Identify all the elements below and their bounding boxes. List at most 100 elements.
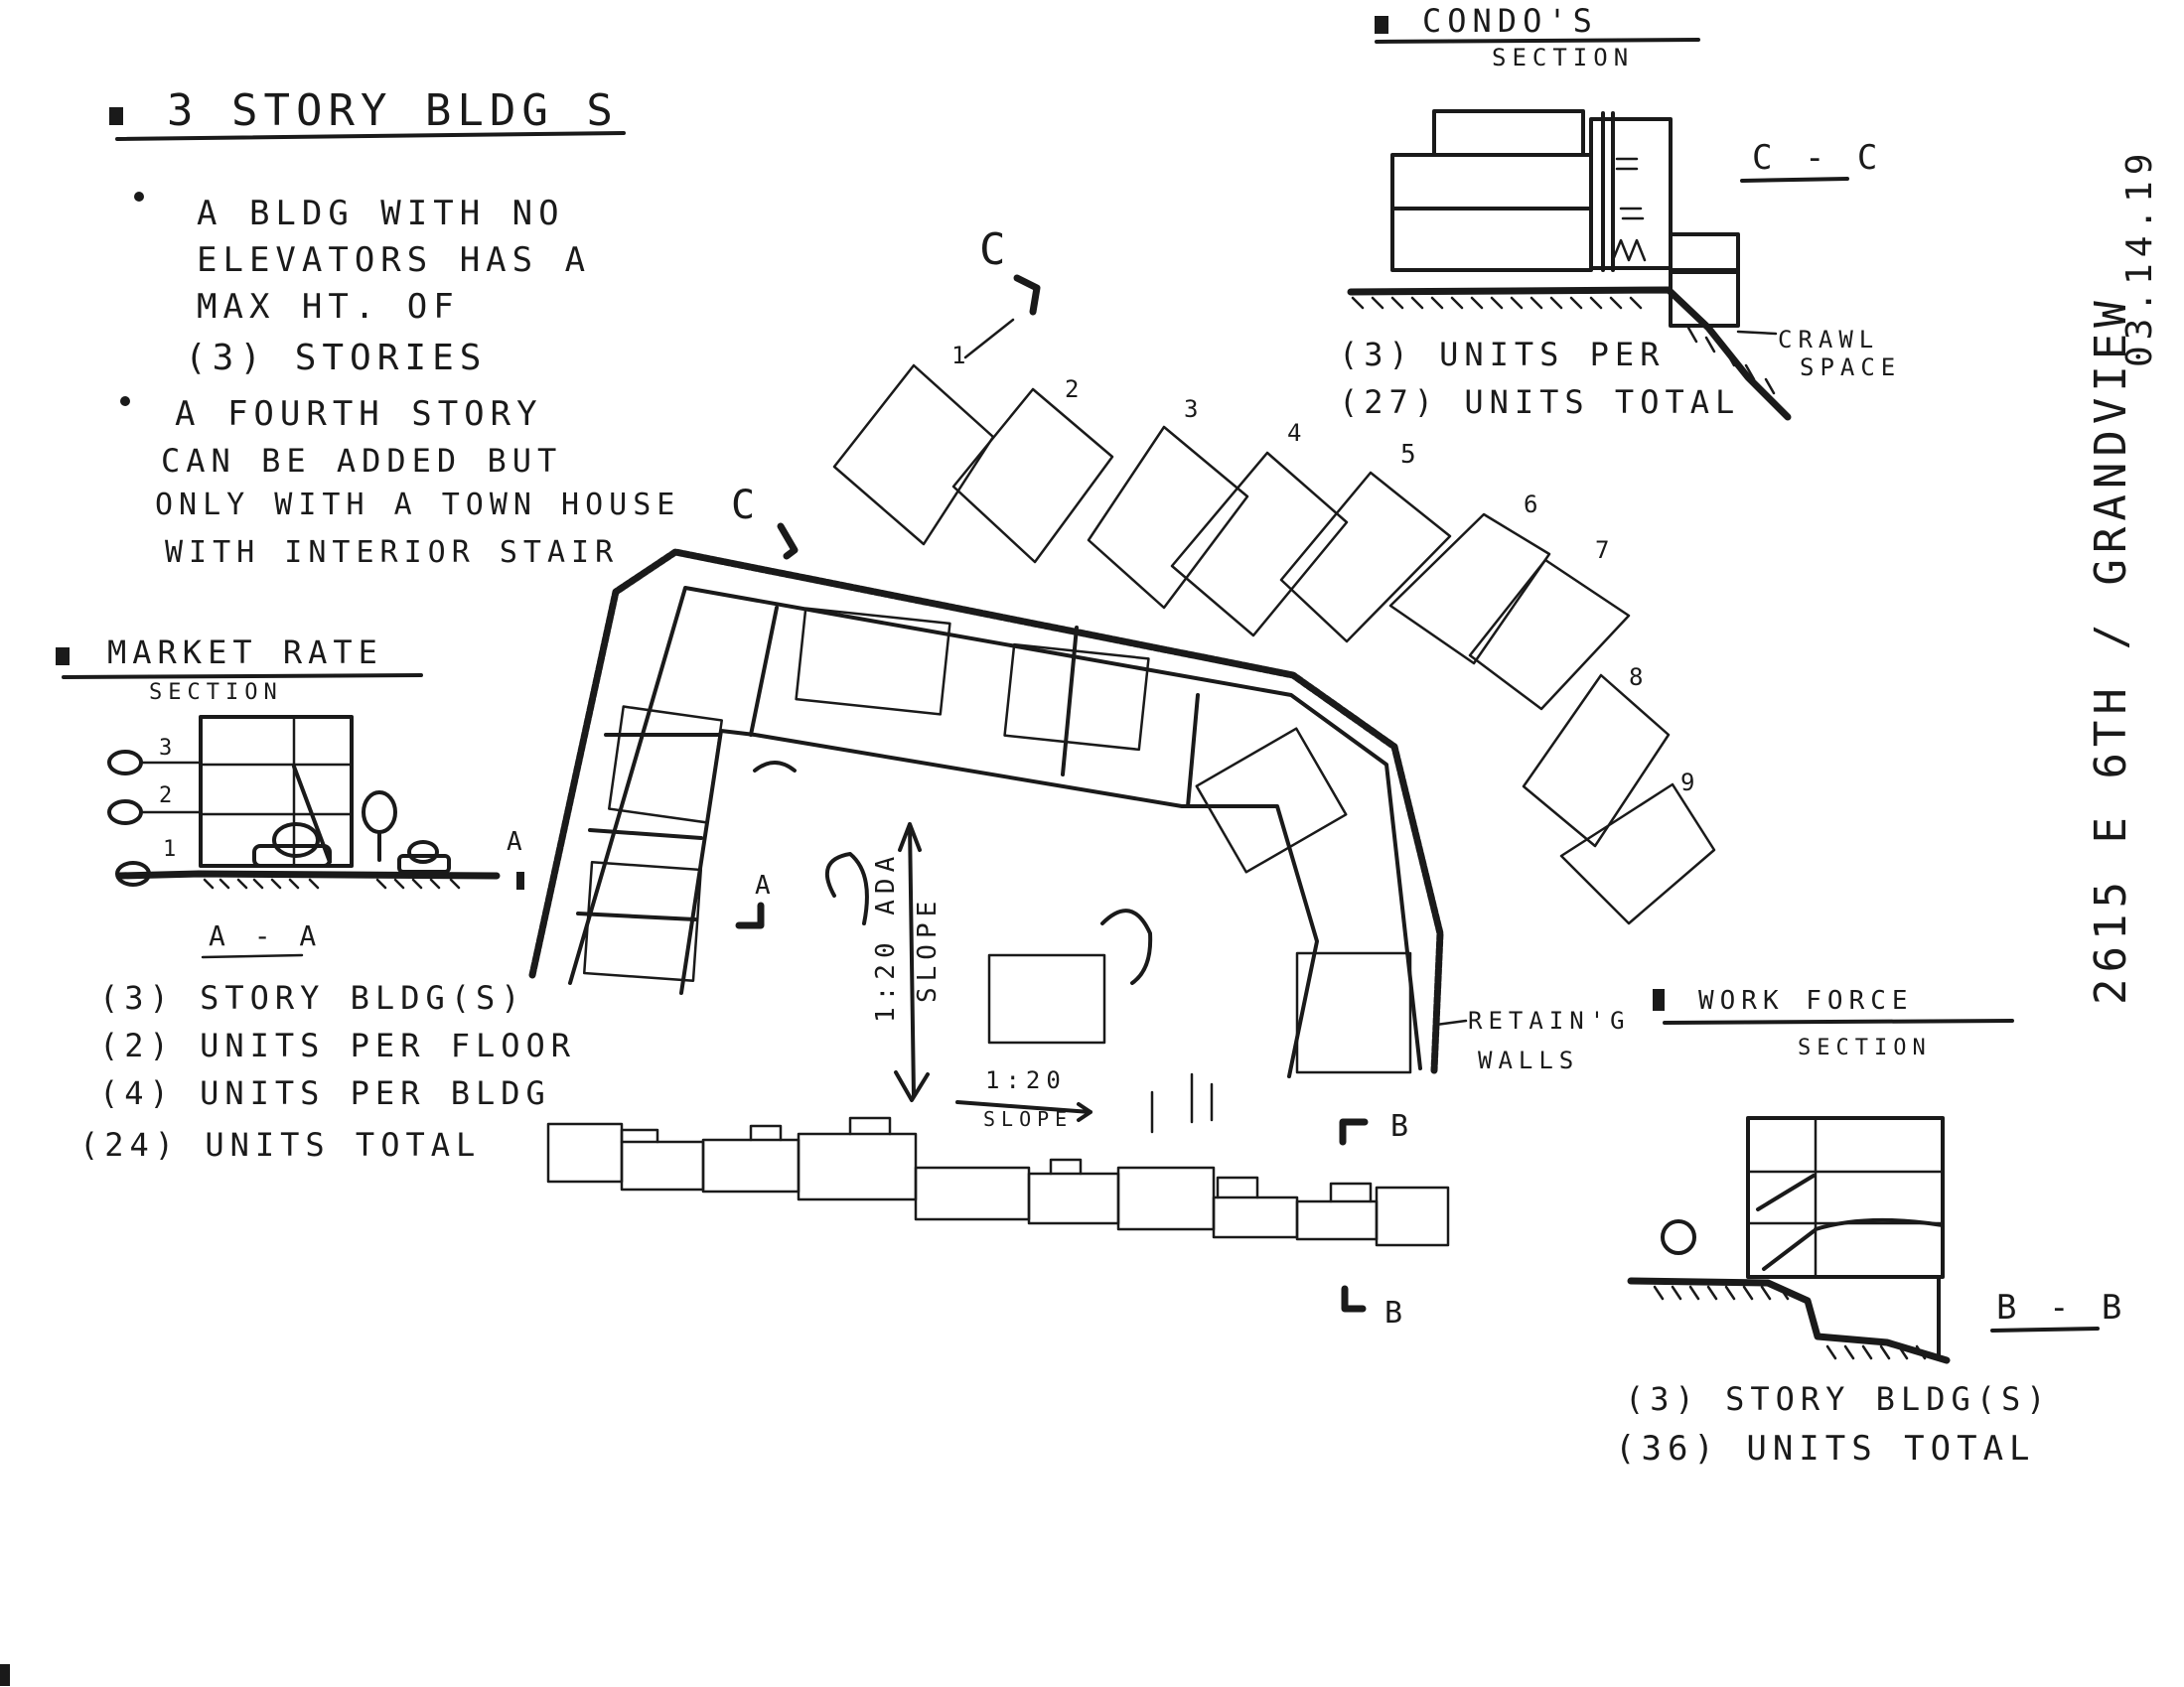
condo-units xyxy=(832,363,1716,925)
condo-unit xyxy=(1468,558,1631,711)
car-icon xyxy=(272,822,320,858)
tree-icon xyxy=(1661,1219,1696,1255)
townhouse-unit xyxy=(797,1132,918,1201)
townhouse-unit xyxy=(1295,1199,1379,1241)
market-rate-section-title: A - A xyxy=(209,919,322,952)
notes-heading: 3 STORY BLDG S xyxy=(167,85,619,136)
slope-arrow xyxy=(955,1100,1092,1122)
level-marker-3: 3 xyxy=(159,736,178,761)
plan-building xyxy=(1195,727,1348,874)
market-rate-stat-4: (24) UNITS TOTAL xyxy=(79,1126,481,1164)
work-force-subheading: SECTION xyxy=(1798,1036,1932,1060)
condo-unit xyxy=(1522,673,1671,848)
bullet-box-icon xyxy=(109,107,123,125)
notes-bullet-1-line-4: (3) STORIES xyxy=(185,338,487,378)
market-rate-stat-2: (2) UNITS PER FLOOR xyxy=(99,1027,576,1064)
bullet-box-icon xyxy=(1653,989,1665,1011)
section-cut-marker-icon xyxy=(735,902,765,929)
townhouse-unit xyxy=(1027,1172,1120,1225)
ada-slope-line-2: SLOPE xyxy=(913,896,943,1003)
condos-building xyxy=(1390,109,1740,328)
project-title-vertical: 2615 E 6TH / GRANDVIEW xyxy=(2086,295,2136,1005)
sketch-date-vertical: 03.14.19 xyxy=(2119,148,2160,367)
condo-unit-number-9: 9 xyxy=(1680,769,1700,796)
notes-bullet-2-line-4: WITH INTERIOR STAIR xyxy=(165,535,619,570)
plan-building xyxy=(607,705,724,824)
work-force-heading: WORK FORCE xyxy=(1698,986,1914,1016)
cut-b-top-label: B xyxy=(1390,1109,1414,1144)
scan-corner-mark xyxy=(0,1664,10,1686)
notes-bullet-1-line-3: MAX HT. OF xyxy=(197,287,460,327)
townhouse-unit xyxy=(1212,1195,1299,1239)
bullet-icon xyxy=(134,192,144,202)
townhouse-row xyxy=(546,1072,1450,1247)
condo-unit-number-6: 6 xyxy=(1524,491,1543,518)
condo-unit-number-7: 7 xyxy=(1595,536,1615,564)
condo-unit-number-5: 5 xyxy=(1400,440,1422,470)
level-marker-1: 1 xyxy=(163,837,182,862)
notes-bullet-1-line-1: A BLDG WITH NO xyxy=(197,194,565,233)
slope-line-1: 1:20 xyxy=(985,1066,1067,1094)
plan-building xyxy=(1295,951,1412,1074)
section-cut-marker-icon xyxy=(1339,1118,1369,1146)
cut-b-bottom-label: B xyxy=(1384,1296,1408,1331)
notes-bullet-2-line-3: ONLY WITH A TOWN HOUSE xyxy=(155,488,680,522)
townhouse-unit xyxy=(914,1166,1031,1221)
retaining-walls-line-1: RETAIN'G xyxy=(1468,1007,1631,1035)
condo-unit xyxy=(1087,425,1249,610)
condo-unit-number-3: 3 xyxy=(1184,395,1204,423)
car-icon xyxy=(407,840,439,864)
plan-building xyxy=(1003,642,1150,752)
condo-unit xyxy=(1559,782,1716,925)
work-force-section: WORK FORCE SECTION B - B (3) STORY BLDG(… xyxy=(1615,986,2127,1469)
car-icon xyxy=(252,844,332,868)
condo-unit xyxy=(1170,451,1349,637)
townhouse-unit xyxy=(1375,1186,1450,1247)
notes-bullet-1-line-2: ELEVATORS HAS A xyxy=(197,240,591,280)
market-rate-section: MARKET RATE SECTION 3 2 1 xyxy=(56,633,576,1164)
cut-c-top-label: C xyxy=(979,224,1012,275)
plan-building xyxy=(795,607,951,716)
condo-unit-number-8: 8 xyxy=(1629,663,1649,691)
townhouse-unit xyxy=(620,1140,705,1192)
work-force-section-title: B - B xyxy=(1996,1288,2127,1328)
condo-unit xyxy=(1388,512,1551,665)
condo-unit-number-1: 1 xyxy=(951,342,971,369)
plan-building xyxy=(582,861,703,982)
level-marker-2: 2 xyxy=(159,783,178,808)
section-cut-marker-icon xyxy=(516,872,524,890)
market-rate-stat-1: (3) STORY BLDG(S) xyxy=(99,979,526,1017)
cut-c-bottom-label: C xyxy=(731,483,761,528)
notes-bullet-2-line-2: CAN BE ADDED BUT xyxy=(161,442,562,480)
condos-subheading: SECTION xyxy=(1492,44,1634,71)
ada-slope-line-1: 1:20 ADA xyxy=(871,851,901,1023)
condos-stat-2: (27) UNITS TOTAL xyxy=(1339,383,1740,421)
townhouse-unit xyxy=(701,1138,801,1194)
condos-section: CONDO'S SECTION C - C CRAWL SPACE (3) UN… xyxy=(1339,2,1901,421)
market-rate-stat-3: (4) UNITS PER BLDG xyxy=(99,1074,551,1112)
market-rate-heading: MARKET RATE xyxy=(107,633,383,671)
bullet-box-icon xyxy=(1375,16,1388,34)
section-cut-marker-icon xyxy=(1341,1285,1367,1313)
condo-unit xyxy=(1279,471,1452,643)
condos-callout-line-2: SPACE xyxy=(1800,353,1901,381)
market-rate-subheading: SECTION xyxy=(149,680,283,705)
bullet-box-icon xyxy=(56,647,70,665)
townhouse-unit xyxy=(546,1122,624,1184)
section-cut-marker-icon xyxy=(777,522,799,560)
condo-unit-number-2: 2 xyxy=(1065,375,1085,403)
condos-stat-1: (3) UNITS PER xyxy=(1339,336,1665,373)
bullet-icon xyxy=(120,396,130,406)
cut-a-plan-label: A xyxy=(755,871,777,901)
section-tag-a: A xyxy=(507,827,528,857)
section-cut-marker-icon xyxy=(1013,274,1041,316)
condo-unit xyxy=(951,387,1114,564)
tree-icon xyxy=(362,790,397,834)
townhouse-unit xyxy=(1116,1166,1216,1231)
work-force-building xyxy=(1746,1116,1945,1279)
notes-block: 3 STORY BLDG S A BLDG WITH NO ELEVATORS … xyxy=(109,85,680,570)
retaining-walls-line-2: WALLS xyxy=(1478,1047,1579,1074)
ada-slope-arrow xyxy=(894,822,930,1102)
condos-callout-line-1: CRAWL xyxy=(1778,326,1879,353)
